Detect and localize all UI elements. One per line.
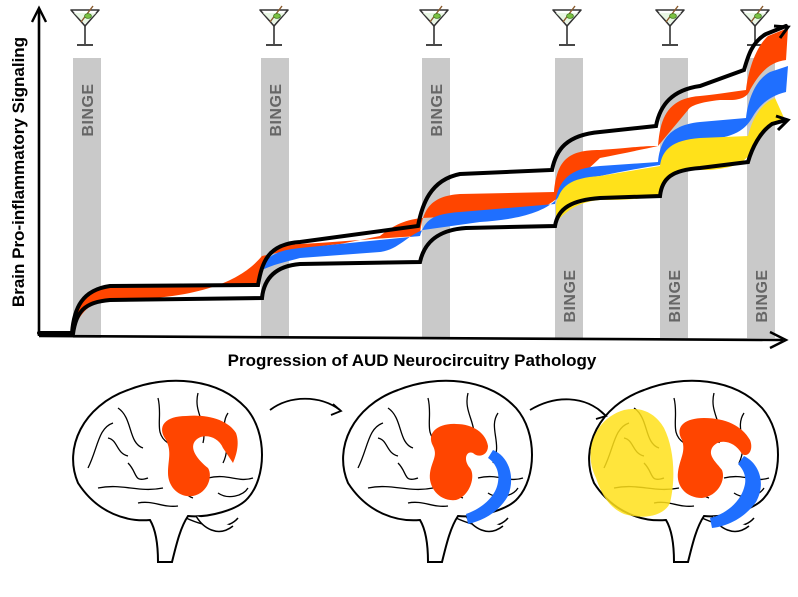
curve-arrowhead — [775, 114, 791, 132]
martini-glass-icon — [419, 5, 449, 46]
curve-arrowhead — [773, 24, 791, 39]
brain-icon — [72, 379, 264, 563]
x-axis-arrowhead — [769, 330, 789, 350]
brain-region-red — [162, 415, 238, 497]
binge-label: BINGE — [429, 83, 446, 136]
x-axis-line — [38, 334, 784, 342]
binge-label: BINGE — [754, 269, 771, 322]
brain-region-blue — [466, 450, 512, 524]
blue-band — [262, 66, 788, 270]
arrowhead — [330, 403, 343, 416]
brain-region-yellow — [590, 408, 674, 517]
brain-stage-2 — [342, 379, 533, 563]
y-axis-label: Brain Pro-inflammatory Signaling — [9, 37, 28, 307]
binge-label: BINGE — [667, 269, 684, 322]
brain-region-red — [677, 418, 752, 498]
arrowhead — [595, 408, 608, 420]
martini-glass-icon — [655, 5, 685, 46]
x-axis-label: Progression of AUD Neurocircuitry Pathol… — [228, 351, 597, 370]
martini-glass-icon — [552, 5, 582, 46]
binge-label: BINGE — [268, 83, 285, 136]
binge-bar — [261, 58, 289, 338]
y-axis-arrowhead — [30, 5, 48, 23]
brain-region-red — [429, 423, 488, 501]
curve-outline-bottom — [71, 118, 788, 336]
martini-glass-icon — [70, 5, 100, 46]
brain-stage-3 — [588, 379, 779, 563]
martini-glass-icon — [740, 5, 770, 46]
yellow-band — [556, 98, 785, 222]
brain-region-blue — [710, 456, 761, 528]
binge-label: BINGE — [562, 269, 579, 322]
arrow-icon — [529, 398, 606, 416]
curve-outline-top — [37, 24, 788, 335]
binge-label: BINGE — [80, 83, 97, 136]
martini-glass-icon — [259, 5, 289, 46]
arrow-icon — [269, 397, 341, 411]
brain-stage-1 — [72, 379, 264, 563]
